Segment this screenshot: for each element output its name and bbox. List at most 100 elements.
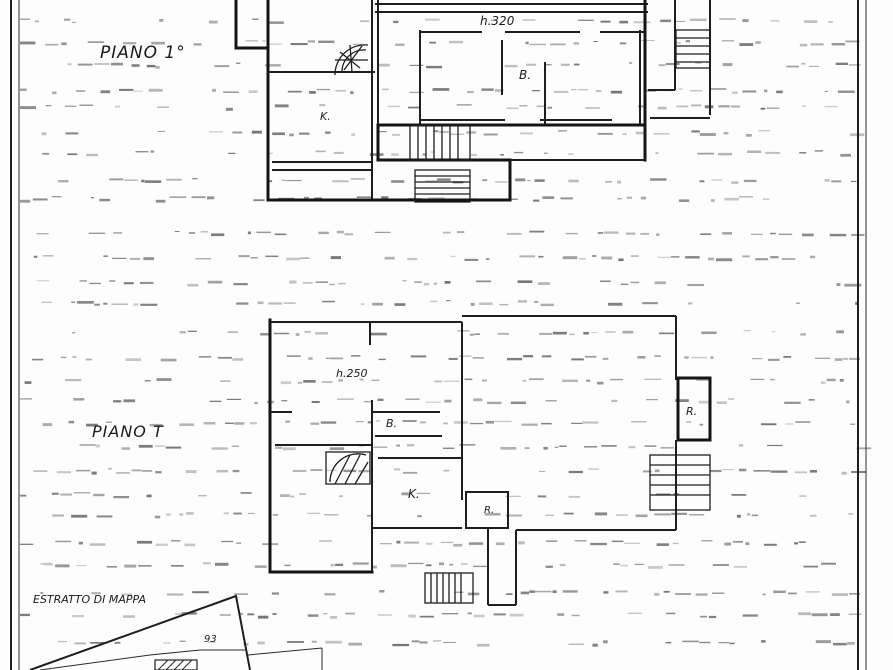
external-stair-ground-floor: [649, 454, 711, 511]
scan-noise-dash: [56, 471, 71, 474]
scan-noise-dash: [712, 592, 725, 594]
scan-noise-dash: [540, 303, 554, 307]
scan-noise-dash: [654, 469, 660, 473]
scan-noise-dash: [265, 255, 279, 257]
scan-noise-dash: [94, 63, 110, 65]
scan-noise-dash: [810, 43, 824, 46]
scan-noise-dash: [36, 280, 50, 282]
scan-noise-dash: [615, 590, 628, 593]
scan-noise-dash: [591, 332, 598, 334]
scan-noise-dash: [260, 333, 269, 336]
scan-noise-dash: [495, 181, 508, 183]
scan-noise-dash: [523, 355, 534, 358]
scan-noise-dash: [114, 105, 120, 108]
scan-noise-dash: [245, 40, 258, 42]
scan-noise-dash: [467, 612, 472, 615]
scan-noise-dash: [239, 612, 243, 615]
scan-noise-dash: [272, 132, 285, 136]
scan-noise-dash: [620, 283, 629, 286]
scan-noise-dash: [534, 301, 539, 303]
scan-noise-dash: [597, 132, 613, 135]
scan-noise-dash: [559, 445, 567, 447]
scan-noise-dash: [267, 21, 284, 24]
scan-noise-dash: [375, 420, 381, 422]
scan-noise-dash: [377, 614, 392, 616]
scan-noise-dash: [718, 642, 730, 644]
scan-noise-dash: [131, 469, 142, 472]
scan-noise-dash: [384, 256, 395, 260]
scan-noise-dash: [781, 258, 796, 260]
scan-noise-dash: [248, 90, 258, 93]
height-label-first-floor: h.320: [480, 14, 515, 28]
scan-noise-dash: [593, 41, 598, 42]
scan-noise-dash: [96, 515, 113, 518]
scan-noise-dash: [500, 447, 517, 450]
room-label-bathroom-first-floor: B.: [519, 68, 531, 82]
scan-noise-dash: [396, 444, 400, 447]
scan-noise-dash: [773, 590, 786, 593]
scan-noise-dash: [74, 642, 86, 645]
scan-noise-dash: [597, 232, 604, 234]
scan-noise-dash: [801, 62, 806, 65]
scan-noise-dash: [761, 423, 777, 426]
scan-noise-dash: [131, 64, 140, 67]
scan-noise-dash: [286, 257, 301, 261]
scan-noise-dash: [724, 197, 739, 201]
scan-noise-dash: [824, 90, 828, 92]
scan-noise-dash: [33, 255, 38, 258]
scan-noise-dash: [761, 640, 766, 643]
scan-noise-dash: [250, 257, 258, 259]
scan-noise-dash: [449, 133, 465, 135]
scan-noise-dash: [251, 130, 262, 134]
scan-noise-dash: [830, 613, 840, 616]
scan-noise-dash: [506, 593, 513, 595]
scan-noise-dash: [33, 470, 48, 472]
scan-noise-dash: [658, 332, 675, 335]
ground-floor-title: PIANO T: [92, 422, 164, 441]
scan-noise-dash: [121, 593, 133, 596]
scan-noise-dash: [350, 178, 365, 180]
scan-noise-dash: [603, 640, 608, 644]
scan-noise-dash: [444, 399, 452, 403]
scan-noise-dash: [409, 64, 424, 66]
scan-noise-dash: [507, 357, 523, 361]
scan-noise-dash: [578, 19, 594, 21]
scan-noise-dash: [113, 232, 123, 234]
scan-noise-dash: [433, 640, 442, 642]
scan-noise-dash: [846, 400, 850, 404]
scan-noise-dash: [36, 233, 49, 235]
scan-noise-dash: [109, 280, 116, 282]
scan-noise-dash: [345, 612, 355, 615]
scan-noise-dash: [646, 399, 658, 401]
scan-noise-dash: [760, 107, 766, 110]
scan-noise-dash: [494, 420, 512, 423]
scan-noise-dash: [836, 330, 844, 334]
scan-noise-dash: [700, 233, 712, 235]
scan-noise-dash: [543, 152, 548, 154]
scan-noise-dash: [113, 496, 130, 499]
scan-noise-dash: [55, 564, 70, 568]
scan-noise-dash: [691, 356, 707, 359]
scan-noise-dash: [835, 62, 848, 65]
scan-noise-dash: [426, 65, 443, 69]
scan-noise-dash: [514, 151, 524, 154]
scan-noise-dash: [179, 513, 184, 516]
scan-noise-dash: [122, 42, 137, 45]
scan-noise-dash: [626, 196, 632, 199]
scan-noise-dash: [155, 543, 168, 546]
scan-noise-dash: [698, 400, 709, 404]
scan-noise-dash: [802, 233, 814, 237]
scan-noise-dash: [351, 133, 355, 136]
scan-noise-dash: [300, 257, 310, 259]
scan-noise-dash: [573, 42, 579, 45]
scan-noise-dash: [568, 495, 581, 498]
scan-noise-dash: [654, 281, 666, 285]
scan-noise-dash: [631, 421, 647, 423]
scan-noise-dash: [141, 470, 153, 472]
scan-noise-dash: [405, 398, 420, 400]
scan-noise-dash: [184, 543, 196, 547]
scan-noise-dash: [352, 562, 369, 565]
scan-noise-dash: [536, 105, 546, 108]
scan-noise-dash: [738, 444, 744, 447]
scan-noise-dash: [401, 492, 409, 496]
